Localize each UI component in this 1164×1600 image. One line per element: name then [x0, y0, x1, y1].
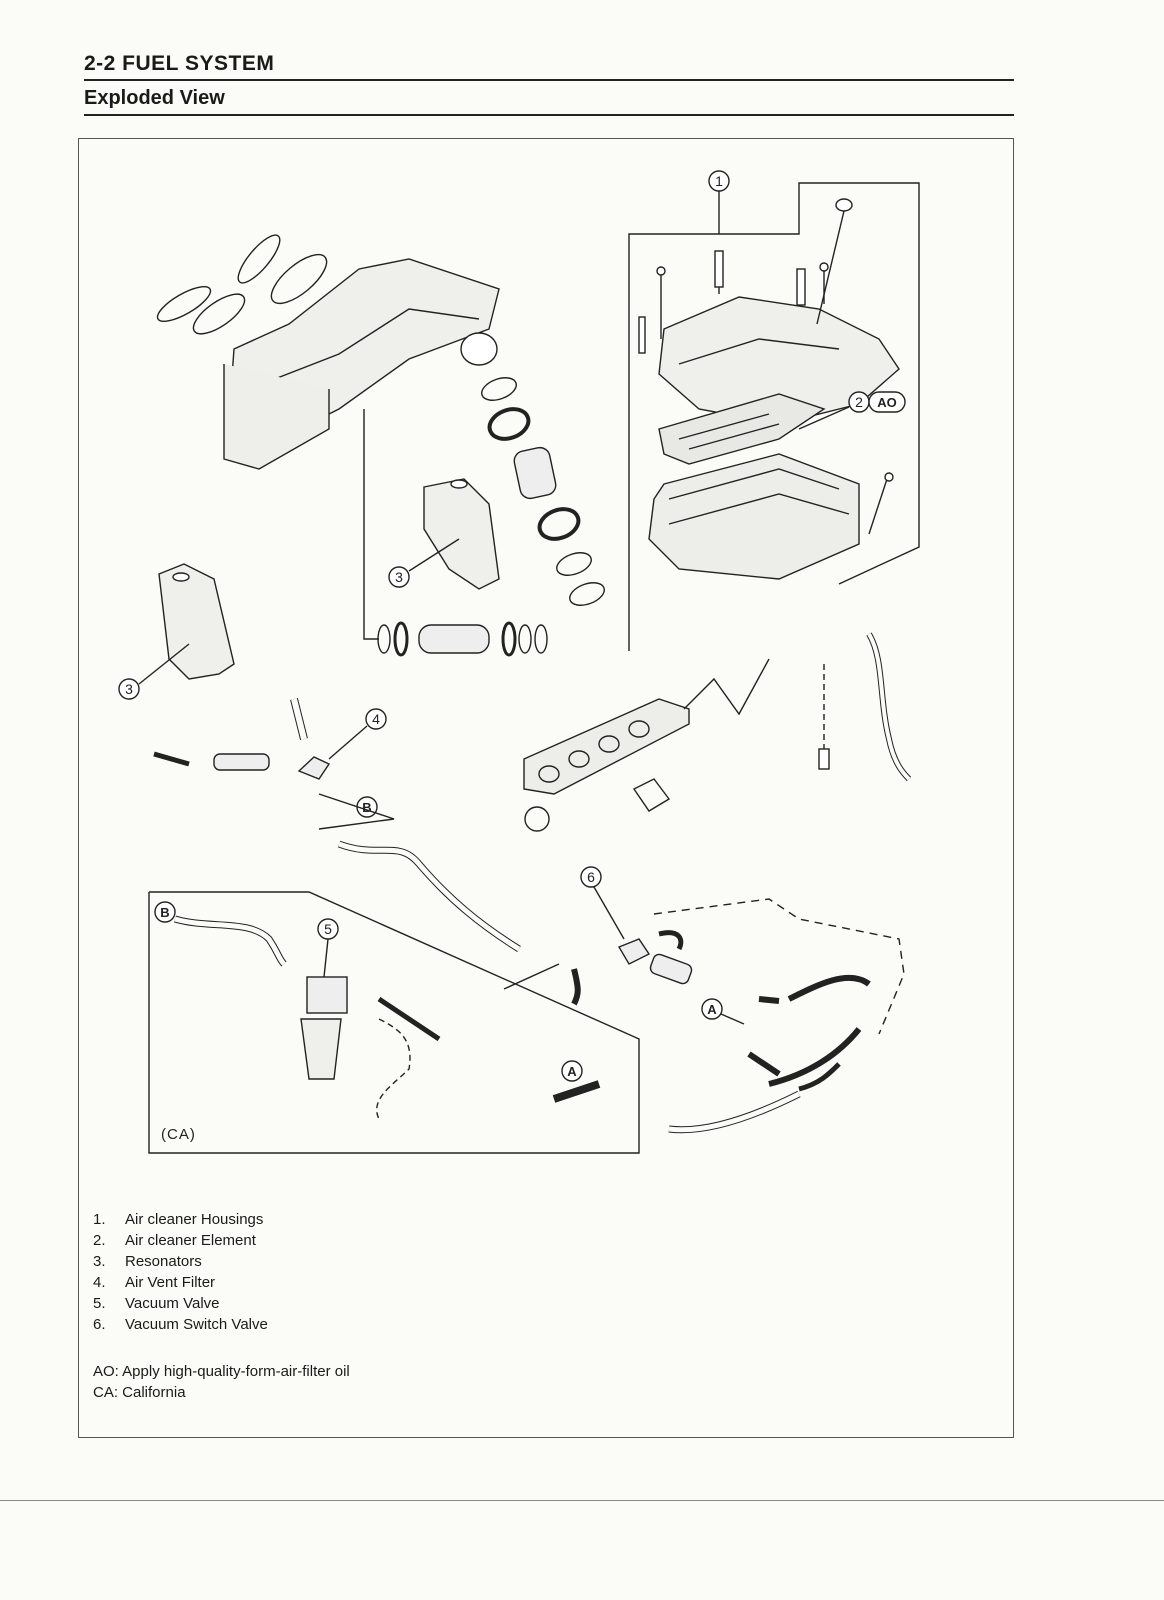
right-lower-hoses — [668, 1051, 841, 1134]
callout-5-label: 5 — [324, 921, 332, 937]
legend-label: Air Vent Filter — [125, 1274, 216, 1291]
legend-number: 6. — [93, 1316, 106, 1333]
intake-duct-group — [156, 234, 500, 470]
note-ao: AO: Apply high-quality-form-air-filter o… — [93, 1363, 350, 1380]
callout-3-center: 3 — [388, 538, 460, 588]
parts-legend: 1. Air cleaner Housings 2. Air cleaner Ele… — [93, 1209, 268, 1335]
page-header: 2-2 FUEL SYSTEM Exploded View — [84, 52, 1014, 116]
legend-item: 5. Vacuum Valve — [93, 1293, 268, 1314]
legend-item: 6. Vacuum Switch Valve — [93, 1314, 268, 1335]
legend-number: 1. — [93, 1211, 106, 1228]
air-cleaner-housing-group — [628, 182, 920, 651]
callout-2-ao: 2 AO — [798, 391, 906, 430]
legend-number: 5. — [93, 1295, 106, 1312]
callout-b-top-label: B — [362, 800, 371, 815]
vacuum-switch-valve-group — [617, 898, 905, 1087]
exploded-view-drawing: 1 2 AO — [118, 170, 920, 1154]
resonator-left — [158, 563, 235, 680]
callout-3-left-label: 3 — [125, 681, 133, 697]
callout-b-top: B — [318, 793, 395, 830]
notes: AO: Apply high-quality-form-air-filter o… — [93, 1361, 350, 1403]
callout-2-label: 2 — [855, 394, 863, 410]
callout-a-right-label: A — [707, 1002, 717, 1017]
page-bottom-rule — [0, 1500, 1164, 1501]
exploded-view-figure: 1 2 AO — [78, 138, 1014, 1438]
holder-assembly — [523, 658, 770, 832]
callout-6-label: 6 — [587, 869, 595, 885]
legend-item: 3. Resonators — [93, 1251, 268, 1272]
legend-number: 4. — [93, 1274, 106, 1291]
ca-label: (CA) — [161, 1126, 196, 1143]
callout-1-label: 1 — [715, 173, 723, 189]
callout-a-right: A — [701, 998, 745, 1025]
duct-rings — [481, 377, 605, 606]
air-vent-filter-group — [153, 698, 331, 780]
legend-label: Vacuum Switch Valve — [125, 1316, 268, 1333]
legend-label: Vacuum Valve — [125, 1295, 220, 1312]
callout-1: 1 — [708, 170, 730, 234]
callout-3-center-label: 3 — [395, 569, 403, 585]
vent-tube-row — [363, 409, 548, 657]
legend-item: 2. Air cleaner Element — [93, 1230, 268, 1251]
callout-a-inset-label: A — [567, 1064, 577, 1079]
resonator-center — [423, 478, 500, 590]
legend-number: 3. — [93, 1253, 106, 1270]
legend-label: Air cleaner Housings — [125, 1211, 264, 1228]
callout-2-ao-label: AO — [877, 395, 897, 410]
legend-item: 1. Air cleaner Housings — [93, 1209, 268, 1230]
legend-label: Resonators — [125, 1253, 202, 1270]
note-ca: CA: California — [93, 1384, 186, 1401]
legend-item: 4. Air Vent Filter — [93, 1272, 268, 1293]
callout-3-left: 3 — [118, 643, 190, 700]
legend-label: Air cleaner Element — [125, 1232, 256, 1249]
subsection-title: Exploded View — [84, 87, 1014, 116]
callout-b-inset-label: B — [160, 905, 169, 920]
callout-6: 6 — [580, 866, 625, 940]
right-drain-hose — [818, 632, 912, 782]
callout-4-label: 4 — [372, 711, 380, 727]
callout-4: 4 — [328, 708, 387, 760]
main-vent-hose — [337, 840, 581, 1006]
california-inset: B 5 A (CA) — [148, 891, 640, 1154]
legend-number: 2. — [93, 1232, 106, 1249]
section-title: 2-2 FUEL SYSTEM — [84, 52, 1014, 81]
